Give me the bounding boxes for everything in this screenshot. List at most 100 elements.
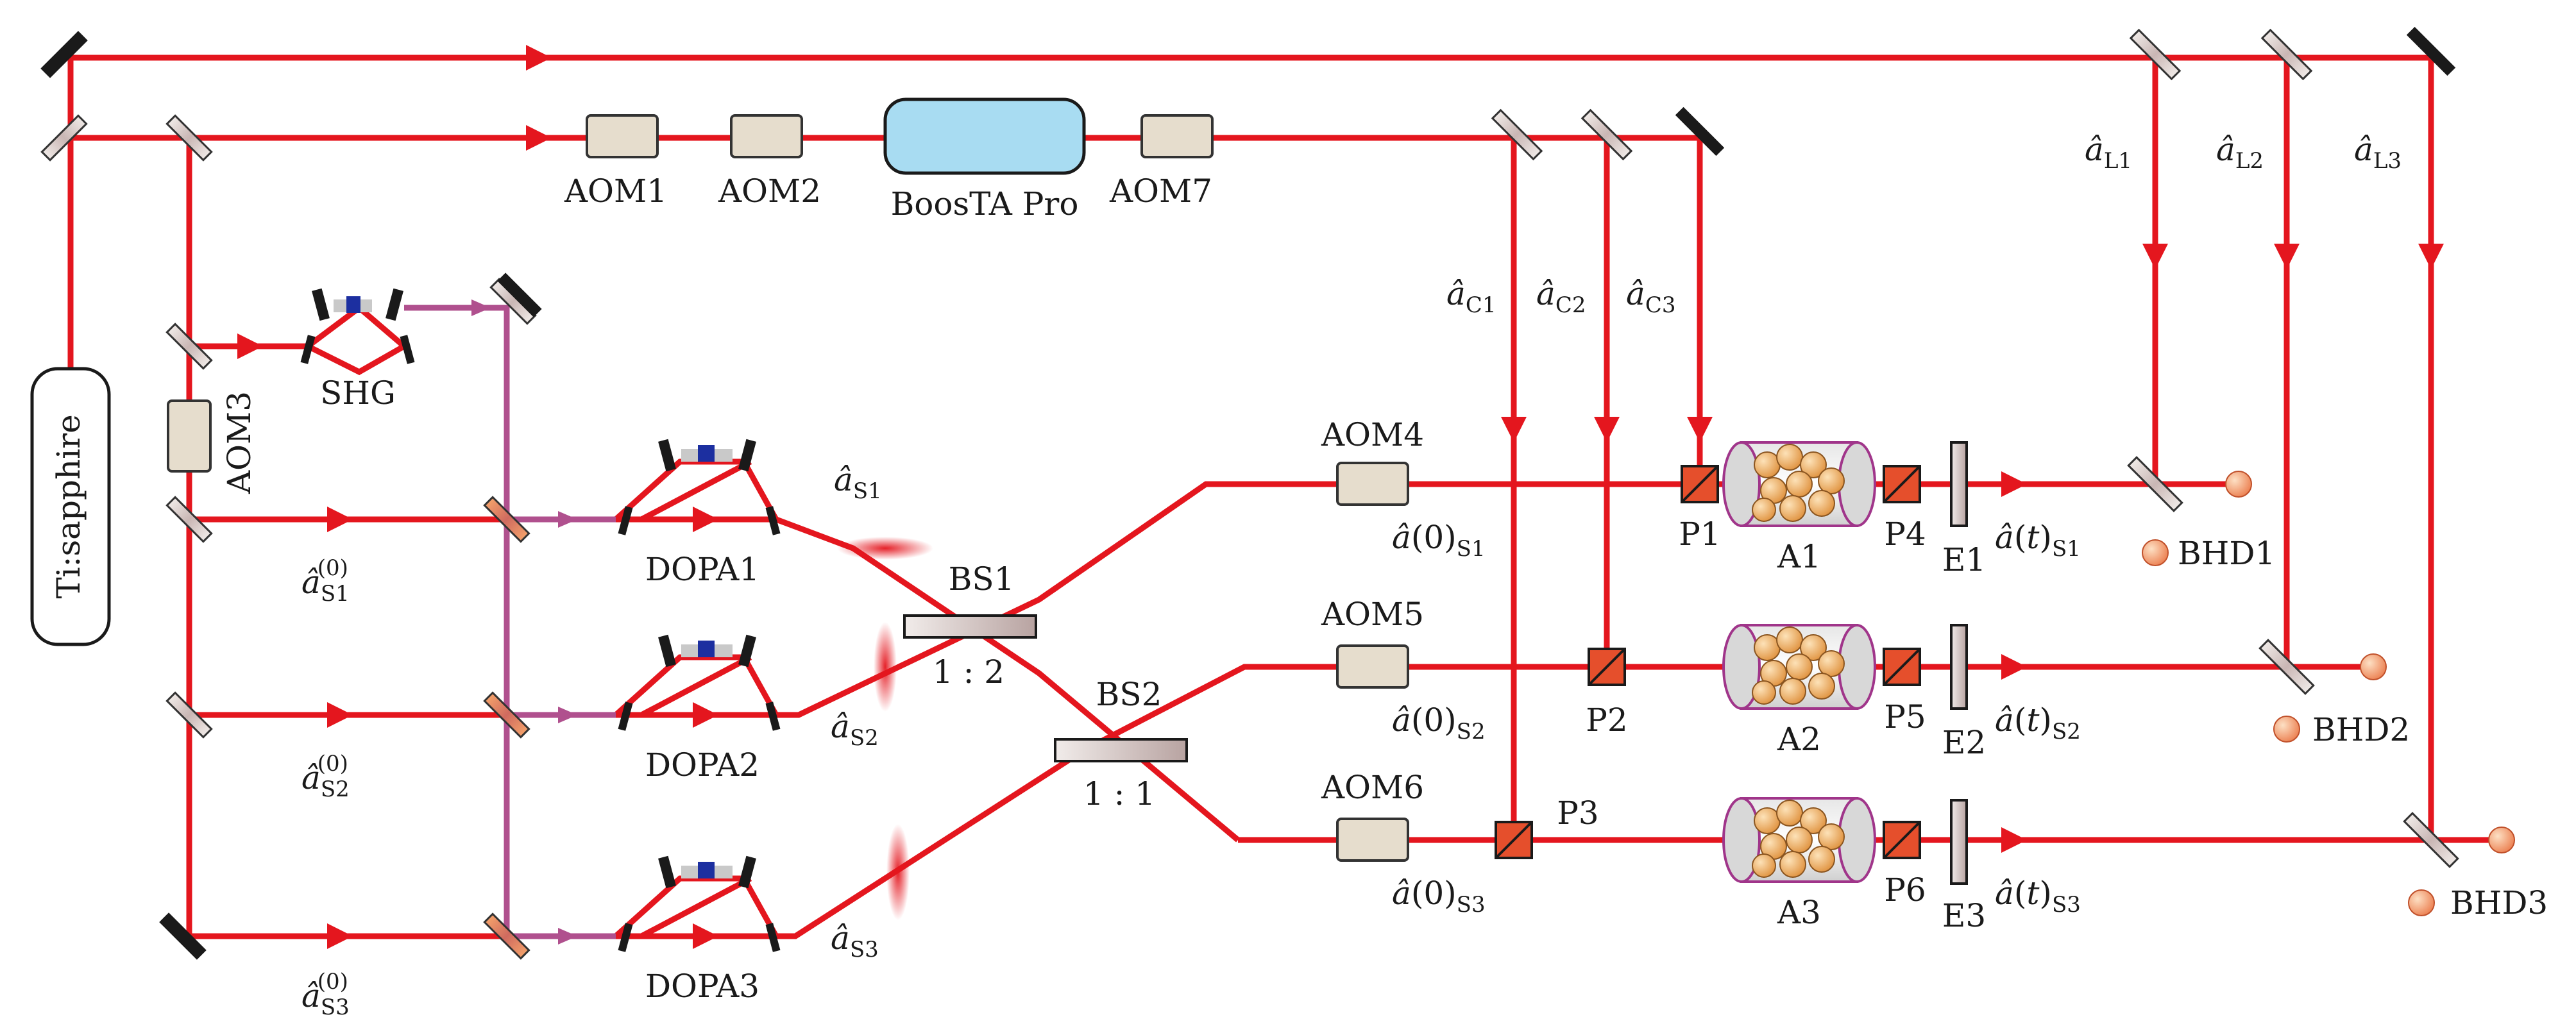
pump-main-beam — [404, 305, 510, 936]
aom4-label: AOM4 — [1321, 416, 1424, 453]
aoms: AOM1 AOM2 AOM7 AOM3 AOM4 AOM5 AOM6 — [167, 114, 1424, 862]
control-c3-label: âC3 — [1626, 275, 1675, 318]
cavity-mirror-icon — [618, 506, 633, 535]
mirror-icon — [165, 496, 213, 543]
atoms-icon — [1752, 444, 1845, 522]
dopa2: DOPA2 — [618, 634, 781, 784]
crystal-icon — [698, 641, 715, 657]
squeezed-s2-label: âS2 — [831, 708, 879, 751]
e2-label: E2 — [1942, 724, 1986, 761]
polarizer-p6: P6 — [1883, 821, 1926, 909]
arrow-right-icon — [2001, 654, 2027, 680]
lens-icon — [837, 537, 933, 560]
cavity-mirror-icon — [386, 288, 403, 321]
shg-cavity: SHG — [300, 288, 415, 412]
laser-label: Ti:sapphire — [50, 414, 87, 598]
arrow-down-icon — [1501, 417, 1527, 442]
arrow-right-icon — [327, 923, 353, 949]
arrow-right-icon — [526, 45, 552, 71]
polarizer-p5: P5 — [1883, 648, 1926, 735]
arrow-right-icon — [327, 702, 353, 728]
cell-window — [1838, 624, 1876, 710]
beamsplitter-plate-icon — [1491, 108, 1543, 161]
cavity-mirror-icon — [658, 634, 676, 668]
cube-diagonal — [1588, 648, 1626, 686]
etalons: E1 E2 E3 — [1942, 441, 1986, 934]
cavity-mirror-icon — [765, 701, 781, 731]
mirror-icon — [2406, 26, 2456, 76]
a2-label: A2 — [1777, 721, 1821, 758]
squeezed-s2-beam — [776, 481, 1700, 718]
mirror-icon — [159, 912, 207, 960]
arrow-right-icon — [2001, 827, 2027, 853]
lens-icon — [886, 824, 910, 920]
cavity-mirror-icon — [618, 701, 633, 731]
p6-label: P6 — [1884, 871, 1926, 909]
p2-label: P2 — [1586, 701, 1627, 739]
atoms-icon — [1752, 626, 1845, 705]
cell-a3: A3 — [1722, 797, 1876, 931]
p4-label: P4 — [1884, 516, 1926, 553]
bhd3-label: BHD3 — [2450, 884, 2548, 921]
detectors: BHD1 BHD2 BHD3 — [2142, 471, 2548, 921]
shg-label: SHG — [320, 374, 396, 412]
crystal-icon — [698, 862, 715, 878]
bhd2-beamsplitter-icon — [2258, 639, 2315, 695]
cell-window — [1722, 797, 1761, 883]
bs2-ratio: 1 : 1 — [1083, 775, 1155, 812]
photodiode-icon — [2273, 716, 2300, 743]
etalon-e1-icon — [1950, 441, 1968, 527]
cell-window — [1722, 441, 1761, 527]
cube-diagonal — [1883, 648, 1921, 686]
pump-arrow-icon — [558, 707, 577, 723]
lo-l1-label: âL1 — [2085, 131, 2132, 174]
bhd2-label: BHD2 — [2312, 711, 2410, 748]
lens-icon — [874, 622, 897, 712]
photodiode-icon — [2225, 471, 2252, 498]
arrow-down-icon — [1687, 417, 1713, 442]
arrow-down-icon — [1594, 417, 1620, 442]
lo-l3-label: âL3 — [2354, 131, 2402, 174]
etalon-e3-icon — [1950, 799, 1968, 885]
bs1-ratio: 1 : 2 — [933, 653, 1004, 691]
cube-diagonal — [1883, 465, 1921, 503]
photodiode-icon — [2488, 827, 2515, 853]
polarizers: P1 P2 P3 P4 P5 P6 — [1495, 465, 1926, 909]
arrow-right-icon — [237, 333, 263, 359]
p1-label: P1 — [1679, 516, 1720, 553]
bhd1-label: BHD1 — [2178, 535, 2275, 572]
lenses — [837, 537, 933, 920]
squeezed-s1-label: âS1 — [834, 461, 882, 504]
cavity-mirror-icon — [618, 923, 633, 952]
atomic-cells: A1 A2 — [1722, 441, 1876, 931]
arrow-right-icon — [693, 507, 718, 532]
aom7-box — [1140, 114, 1214, 158]
mirror-icon — [165, 323, 213, 370]
cavity-mirror-icon — [658, 855, 676, 889]
aom3-box — [167, 399, 212, 473]
mirror-icon — [497, 273, 542, 317]
bs2-label: BS2 — [1096, 676, 1162, 713]
e3-label: E3 — [1942, 897, 1986, 934]
mirror-icon — [40, 114, 88, 162]
squeezed-s3-label: âS3 — [831, 920, 879, 962]
aom3-label: AOM3 — [221, 391, 258, 494]
pump-arrow-icon — [471, 299, 491, 316]
arrow-down-icon — [2274, 244, 2300, 269]
beamsplitter-plate-icon — [1580, 108, 1633, 161]
aom1-box — [586, 114, 659, 158]
cube-diagonal — [1681, 465, 1719, 503]
beam-paths — [67, 55, 2495, 939]
cavity-mirror-icon — [312, 288, 330, 321]
control-c1-label: âC1 — [1446, 275, 1496, 318]
beamsplitter-bs2: BS2 1 : 1 — [1054, 676, 1188, 812]
cavity-mirror-icon — [738, 634, 756, 668]
polarizer-p2: P2 — [1586, 648, 1628, 739]
mirror-icon — [165, 114, 213, 162]
cavity-mirror-icon — [658, 439, 676, 472]
dichroic-mirror-icon — [483, 691, 530, 739]
aom2-box — [730, 114, 803, 158]
arrow-down-icon — [2142, 244, 2168, 269]
beamsplitter-plate-icon — [2260, 28, 2313, 81]
